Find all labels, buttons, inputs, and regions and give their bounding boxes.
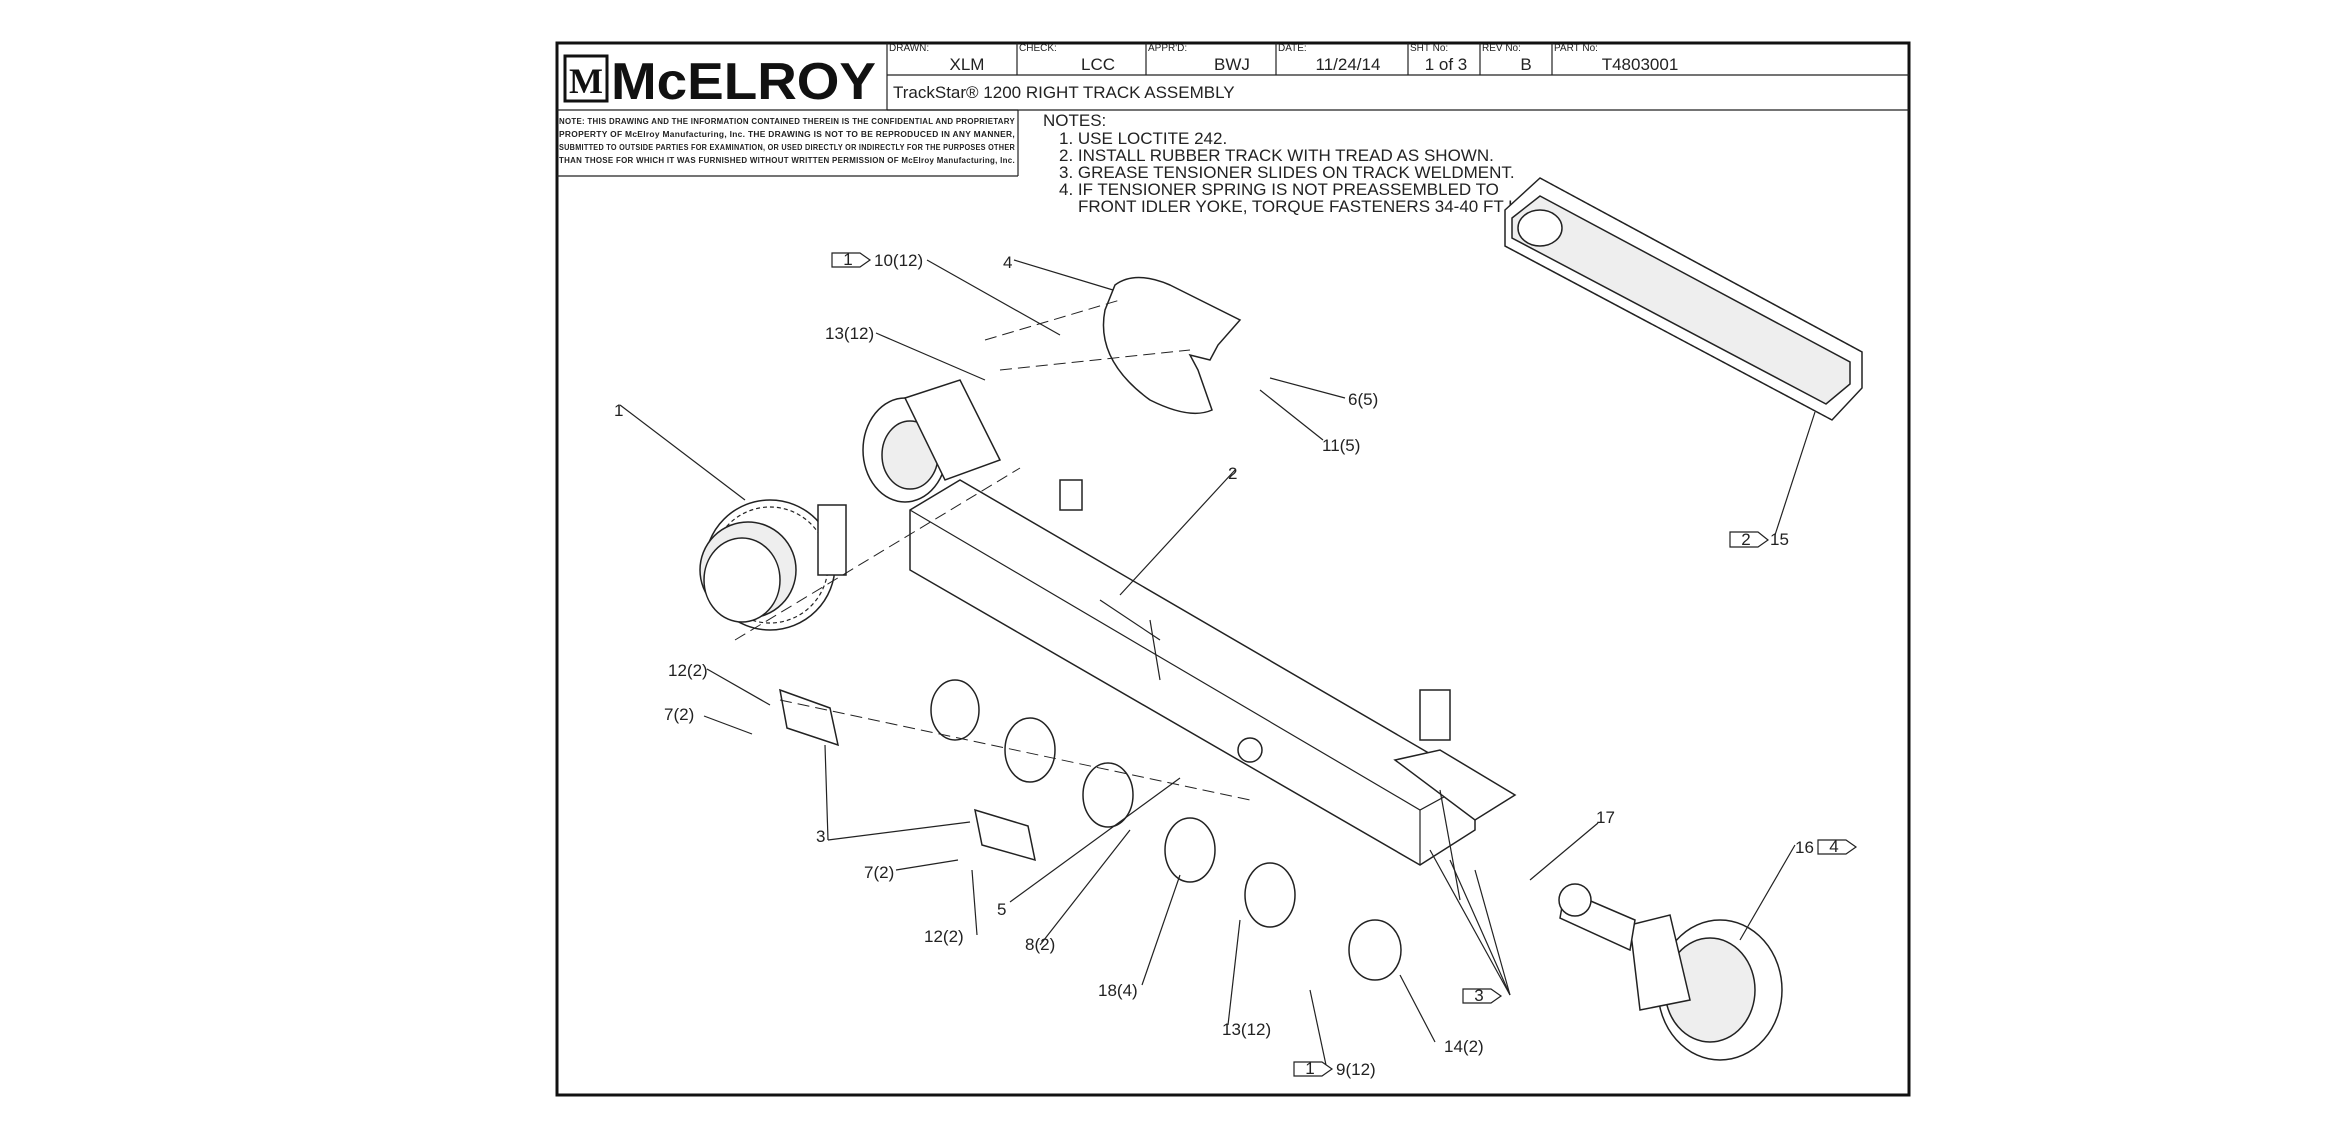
note-1: 1. USE LOCTITE 242.	[1059, 129, 1227, 148]
check-value: LCC	[1081, 55, 1115, 74]
cover-plate	[1102, 276, 1242, 415]
callout-12-upper: 12(2)	[668, 661, 708, 680]
drawn-value: XLM	[950, 55, 985, 74]
apprd-label: APPR'D:	[1148, 43, 1187, 54]
confidentiality-line-2: PROPERTY OF McElroy Manufacturing, Inc. …	[559, 130, 1015, 139]
callout-13-lower: 13(12)	[1222, 1020, 1271, 1039]
front-idler	[1558, 883, 1783, 1061]
check-label: CHECK:	[1019, 43, 1057, 54]
flag-note-1	[831, 252, 872, 268]
drawn-label: DRAWN:	[889, 43, 929, 54]
rev-no-value: B	[1520, 55, 1531, 74]
callout-3-left: 3	[816, 827, 825, 846]
callout-7-lower: 7(2)	[864, 863, 894, 882]
sheet-border	[555, 41, 1911, 1097]
flag-note-2-text: 2	[1741, 530, 1750, 549]
flag-note-2	[1729, 531, 1770, 548]
callout-13-upper: 13(12)	[825, 324, 874, 343]
title-block: M McELROY DRAWN: XLM CHECK: LCC APPR'D: …	[557, 43, 1909, 177]
callout-9: 9(12)	[1336, 1060, 1376, 1079]
note-3: 3. GREASE TENSIONER SLIDES ON TRACK WELD…	[1059, 163, 1515, 182]
flag-note-1-text: 1	[843, 250, 852, 269]
mcelroy-logo: M McELROY	[563, 53, 876, 111]
part-no-label: PART No:	[1554, 43, 1598, 54]
flag-note-3-text: 3	[1474, 986, 1483, 1005]
callout-10: 10(12)	[874, 251, 923, 270]
svg-text:M: M	[569, 61, 603, 101]
assembly-lines	[734, 299, 1251, 801]
slide-blocks	[779, 688, 1036, 862]
callouts: 1 10(12) 4 13(12) 6(5) 11(5) 1 2 2 15 12…	[614, 250, 1858, 1079]
flag-note-1b	[1293, 1061, 1334, 1077]
confidentiality-line-4: THAN THOSE FOR WHICH IT WAS FURNISHED WI…	[559, 156, 1015, 165]
callout-4: 4	[1003, 253, 1012, 272]
callout-17: 17	[1596, 808, 1615, 827]
sheet-no-label: SHT No:	[1410, 43, 1448, 54]
confidentiality-line-3: SUBMITTED TO OUTSIDE PARTIES FOR EXAMINA…	[559, 143, 1015, 152]
note-4-cont: FRONT IDLER YOKE, TORQUE FASTENERS 34-40…	[1078, 197, 1545, 216]
notes-block: NOTES: 1. USE LOCTITE 242. 2. INSTALL RU…	[1043, 111, 1545, 216]
callout-7-upper: 7(2)	[664, 705, 694, 724]
part-no-value: T4803001	[1602, 55, 1679, 74]
callout-14: 14(2)	[1444, 1037, 1484, 1056]
callout-1: 1	[614, 401, 623, 420]
callout-12-lower: 12(2)	[924, 927, 964, 946]
note-2: 2. INSTALL RUBBER TRACK WITH TREAD AS SH…	[1059, 146, 1494, 165]
leader-lines	[619, 259, 1816, 1066]
callout-2: 2	[1228, 464, 1237, 483]
note-4: 4. IF TENSIONER SPRING IS NOT PREASSEMBL…	[1059, 180, 1499, 199]
drawing-title: TrackStar® 1200 RIGHT TRACK ASSEMBLY	[893, 83, 1235, 102]
flag-note-3	[1462, 988, 1503, 1004]
rev-no-label: REV No:	[1482, 43, 1521, 54]
track-weldment	[862, 379, 1517, 901]
callout-18: 18(4)	[1098, 981, 1138, 1000]
notes-heading: NOTES:	[1043, 111, 1106, 130]
callout-6: 6(5)	[1348, 390, 1378, 409]
callout-16: 16	[1795, 838, 1814, 857]
callout-15: 15	[1770, 530, 1789, 549]
flag-note-1b-text: 1	[1305, 1059, 1314, 1078]
logo-wordmark: McELROY	[611, 53, 876, 111]
callout-11: 11(5)	[1322, 436, 1360, 455]
flag-note-4	[1817, 839, 1858, 855]
confidentiality-line-1: NOTE: THIS DRAWING AND THE INFORMATION C…	[559, 117, 1015, 126]
date-value: 11/24/14	[1316, 55, 1381, 74]
rollers	[930, 679, 1402, 981]
flag-note-4-text: 4	[1829, 837, 1838, 856]
drive-sprocket	[699, 499, 847, 631]
apprd-value: BWJ	[1214, 55, 1250, 74]
date-label: DATE:	[1278, 43, 1307, 54]
callout-5: 5	[997, 900, 1006, 919]
rubber-track	[1504, 177, 1863, 421]
callout-8: 8(2)	[1025, 935, 1055, 954]
sheet-no-value: 1 of 3	[1425, 55, 1468, 74]
